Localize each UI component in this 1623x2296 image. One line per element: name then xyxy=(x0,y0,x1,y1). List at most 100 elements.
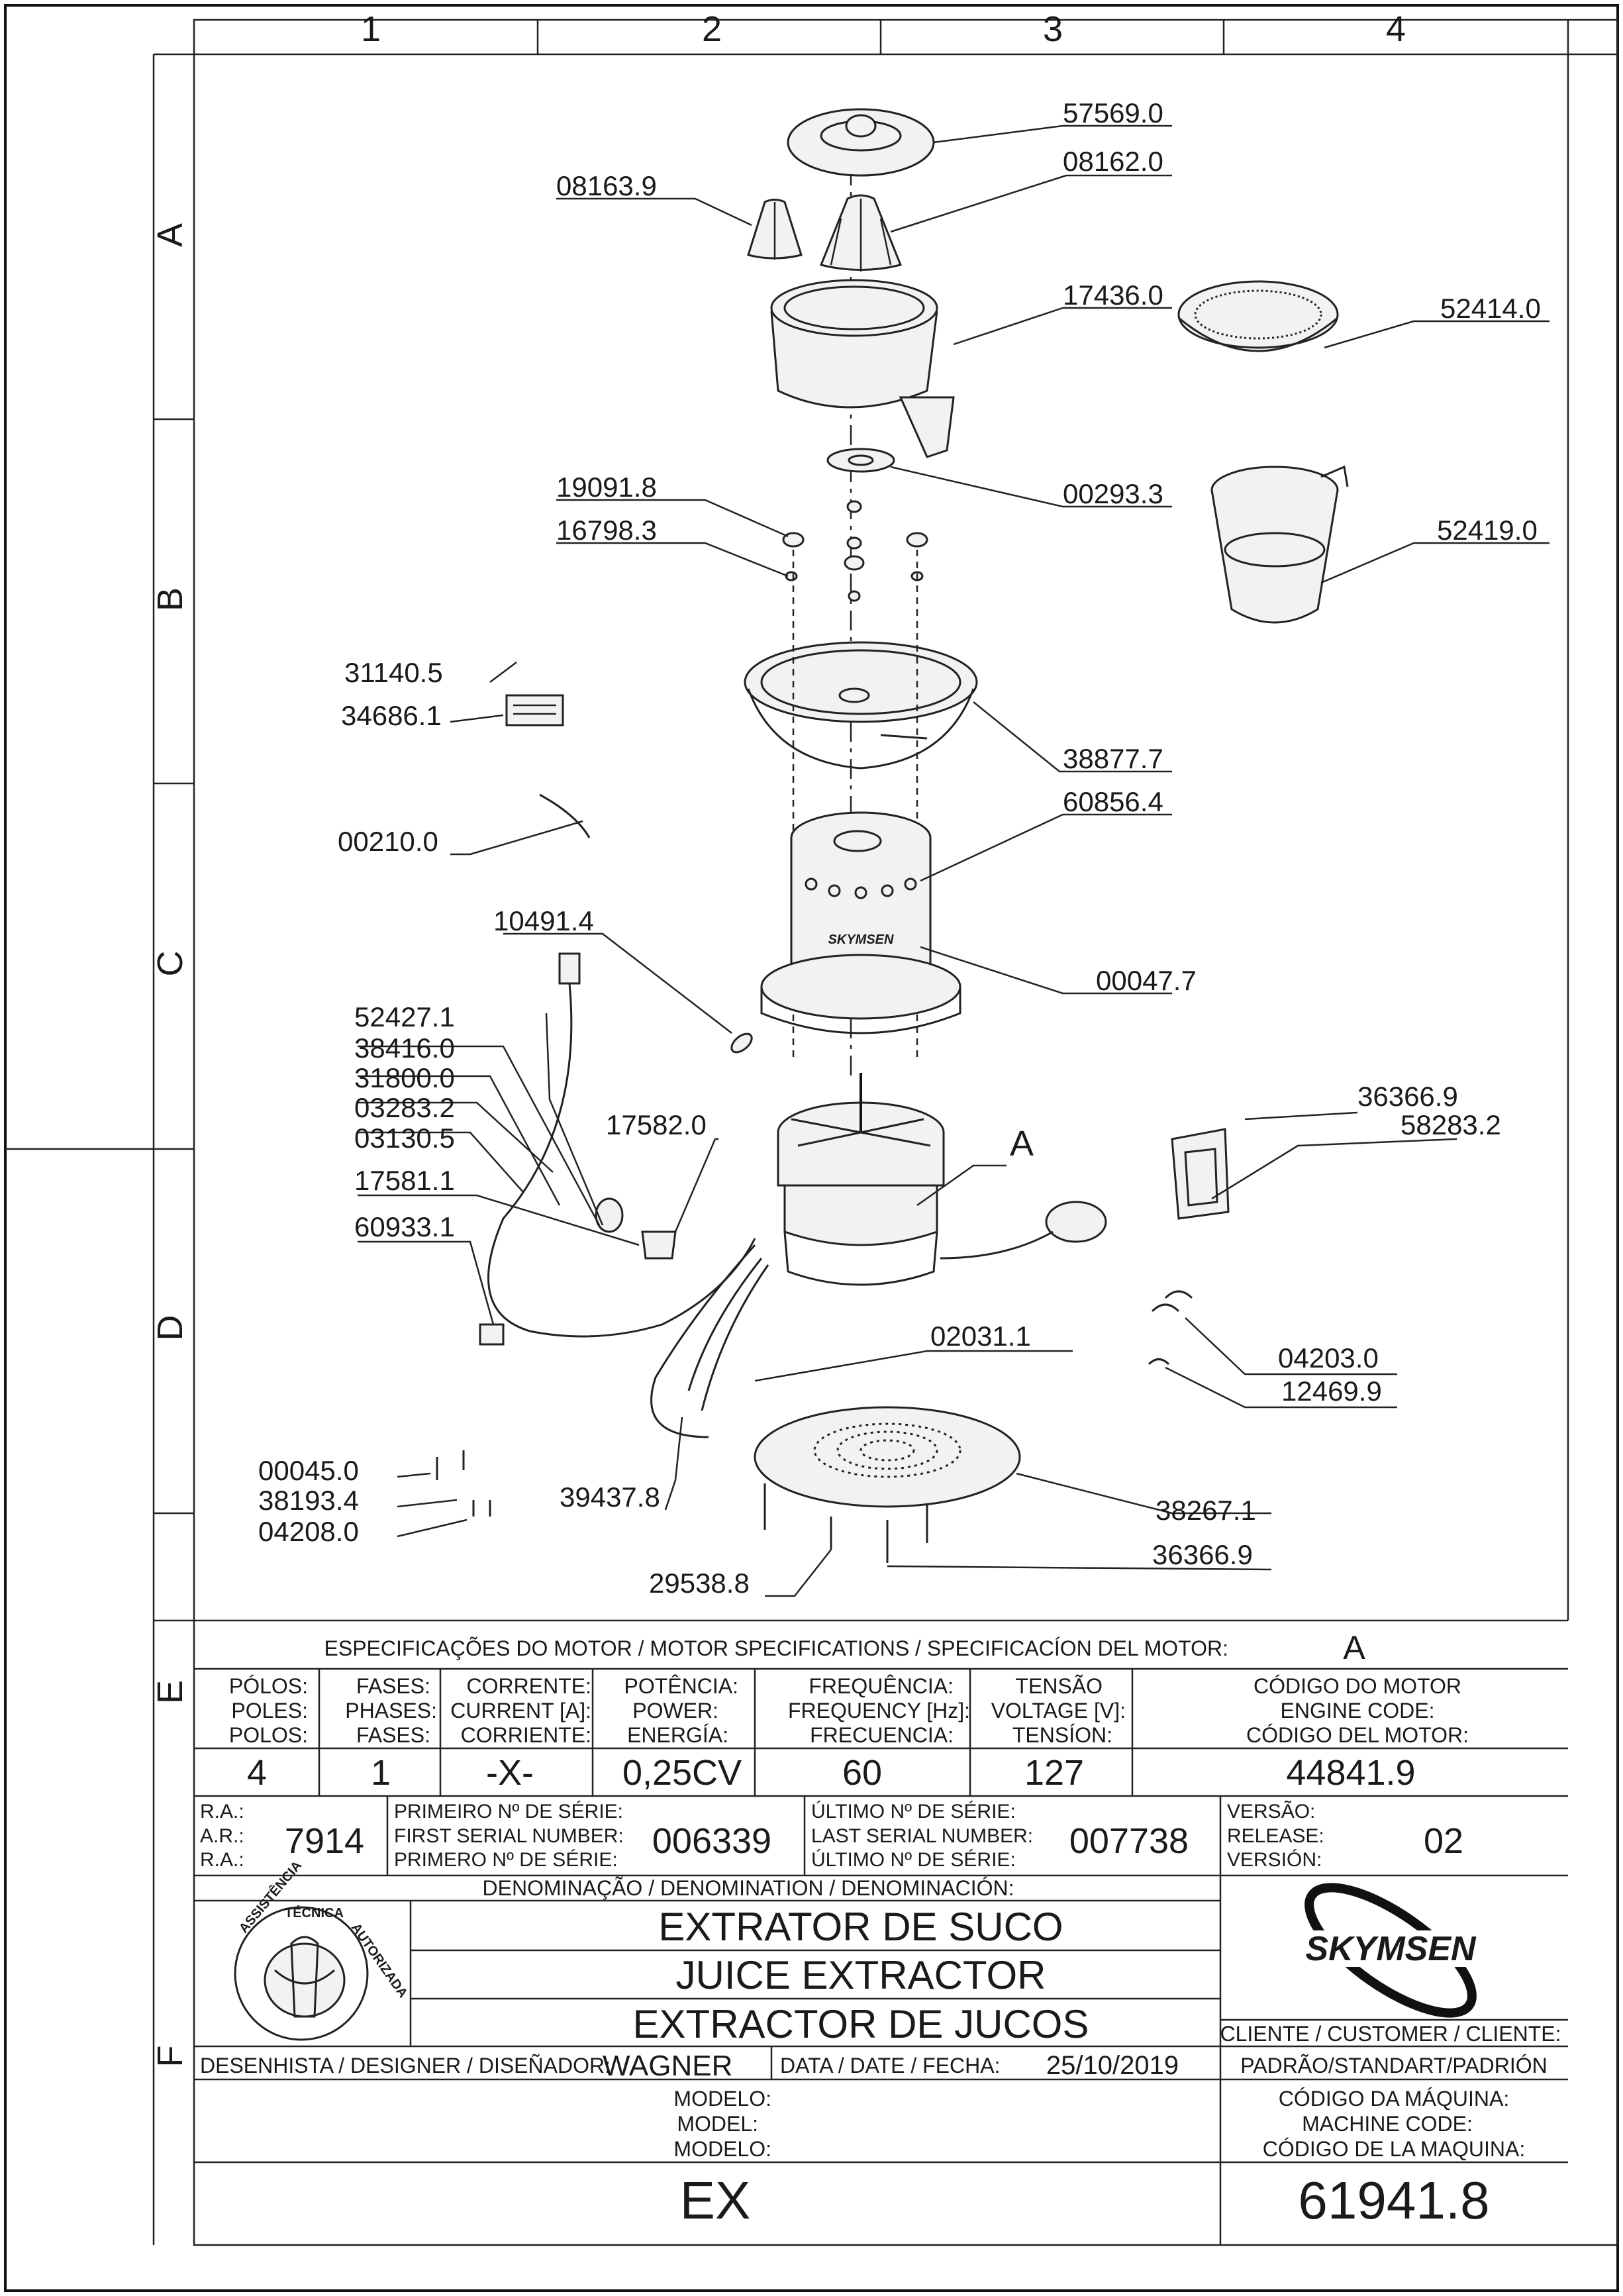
product-name-pt: EXTRATOR DE SUCO xyxy=(658,1905,1063,1949)
part-label: 08163.9 xyxy=(556,170,657,201)
cup-part xyxy=(1210,465,1349,624)
grid-row-E: E xyxy=(150,1680,190,1704)
brand-logo-text: SKYMSEN xyxy=(1305,1930,1477,1968)
version-label: VERSIÓN: xyxy=(1227,1849,1322,1871)
part-label: 17581.1 xyxy=(354,1165,455,1196)
part-label: 39437.8 xyxy=(560,1481,660,1513)
spec-label: ENERGÍA: xyxy=(627,1723,728,1747)
grid-col-3: 3 xyxy=(1043,9,1063,49)
svg-text:FASES:PHASES:FASES:: FASES:PHASES:FASES: xyxy=(345,1674,437,1747)
svg-text:CÓDIGO DA MÁQUINA:MACHINE CODE: CÓDIGO DA MÁQUINA:MACHINE CODE:CÓDIGO DE… xyxy=(1263,2087,1526,2161)
part-label: 36366.9 xyxy=(1152,1539,1253,1570)
part-label: 60856.4 xyxy=(1063,786,1163,817)
part-label: 31800.0 xyxy=(354,1062,455,1093)
spec-label: FREQUENCY [Hz]: xyxy=(788,1699,970,1722)
spec-label: ENGINE CODE: xyxy=(1281,1699,1435,1722)
grid-col-1: 1 xyxy=(361,9,381,49)
product-name-en: JUICE EXTRACTOR xyxy=(676,1953,1046,1997)
svg-text:MODELO:MODEL:MODELO:: MODELO:MODEL:MODELO: xyxy=(673,2087,771,2161)
part-label: 38877.7 xyxy=(1063,743,1163,774)
last-serial-label: LAST SERIAL NUMBER: xyxy=(811,1825,1033,1847)
grid-row-A: A xyxy=(150,223,190,247)
designer-label: DESENHISTA / DESIGNER / DISEÑADOR: xyxy=(200,2054,611,2077)
seal-text: TÉCNICA xyxy=(285,1905,344,1921)
svg-text:VERSÃO:RELEASE:VERSIÓN:: VERSÃO:RELEASE:VERSIÓN: xyxy=(1227,1800,1324,1871)
svg-text:FREQUÊNCIA:FREQUENCY [Hz]:FREC: FREQUÊNCIA:FREQUENCY [Hz]:FRECUENCIA: xyxy=(788,1674,970,1747)
part-label: 00293.3 xyxy=(1063,478,1163,509)
clip-parts xyxy=(1151,1290,1193,1313)
wire-part xyxy=(539,793,591,838)
part-label: 02031.1 xyxy=(930,1321,1031,1352)
part-label: 04208.0 xyxy=(258,1516,359,1547)
reamer-small xyxy=(747,199,803,260)
date-value: 25/10/2019 xyxy=(1046,2051,1179,2080)
part-label: 57569.0 xyxy=(1063,97,1163,128)
svg-text:CORRENTE:CURRENT [A]:CORRIENTE: CORRENTE:CURRENT [A]:CORRIENTE: xyxy=(450,1674,591,1747)
spec-value-frequency: 60 xyxy=(842,1753,882,1793)
grid-row-D: D xyxy=(150,1315,190,1341)
svg-text:POTÊNCIA:POWER:ENERGÍA:: POTÊNCIA:POWER:ENERGÍA: xyxy=(624,1674,738,1747)
spec-label: POTÊNCIA: xyxy=(624,1674,738,1698)
motor-specs-ref: A xyxy=(1343,1629,1365,1666)
part-label: 60933.1 xyxy=(354,1211,455,1242)
part-label: 38416.0 xyxy=(354,1032,455,1064)
spec-label: POWER: xyxy=(632,1699,718,1722)
ra-label: R.A.: xyxy=(200,1849,244,1871)
upper-housing-part xyxy=(744,641,978,770)
part-label: 52414.0 xyxy=(1440,293,1541,324)
seal-text: AUTORIZADA xyxy=(348,1921,411,2001)
motor-brand-mark: SKYMSEN xyxy=(828,932,894,947)
power-cord xyxy=(487,952,769,1438)
spec-label: VOLTAGE [V]: xyxy=(991,1699,1126,1722)
fasteners-top xyxy=(782,500,928,602)
motor-specs-table: ESPECIFICAÇÕES DO MOTOR / MOTOR SPECIFIC… xyxy=(194,1619,1568,1797)
part-label: 58283.2 xyxy=(1401,1109,1501,1140)
part-label: 29538.8 xyxy=(649,1568,750,1599)
part-label: 08162.0 xyxy=(1063,146,1163,177)
reamer-large xyxy=(819,194,903,272)
part-label: 52419.0 xyxy=(1437,515,1538,546)
part-label: 03130.5 xyxy=(354,1123,455,1154)
grid-col-2: 2 xyxy=(702,9,722,49)
switch-part xyxy=(479,1323,505,1346)
base-plate-part xyxy=(754,1406,1021,1508)
part-label: 00210.0 xyxy=(338,826,438,857)
spec-value-engine-code: 44841.9 xyxy=(1286,1753,1415,1793)
spec-label: CÓDIGO DEL MOTOR: xyxy=(1246,1723,1469,1747)
spec-label: FASES: xyxy=(356,1723,430,1747)
spec-value-poles: 4 xyxy=(247,1753,267,1793)
model-label: MODELO: xyxy=(673,2087,771,2111)
part-label: 38193.4 xyxy=(258,1485,359,1516)
spec-label: CORRIENTE: xyxy=(461,1723,591,1747)
machine-code-label: CÓDIGO DE LA MAQUINA: xyxy=(1263,2137,1526,2161)
denomination-header: DENOMINAÇÃO / DENOMINATION / DENOMINACIÓ… xyxy=(483,1876,1014,1900)
machine-code-label: MACHINE CODE: xyxy=(1302,2112,1473,2136)
last-serial-label: ÚLTIMO Nº DE SÉRIE: xyxy=(811,1849,1016,1871)
client-value: PADRÃO/STANDART/PADRIÓN xyxy=(1240,2054,1547,2077)
part-label: 17436.0 xyxy=(1063,279,1163,311)
spec-value-voltage: 127 xyxy=(1024,1753,1084,1793)
spec-value-power: 0,25CV xyxy=(622,1753,742,1793)
ra-label: R.A.: xyxy=(200,1801,244,1822)
product-name-es: EXTRACTOR DE JUCOS xyxy=(633,2002,1089,2046)
date-label: DATA / DATE / FECHA: xyxy=(780,2054,1000,2077)
motor-detail-callout: A xyxy=(1010,1124,1034,1164)
feet-screws xyxy=(763,1483,928,1563)
grid-row-F: F xyxy=(150,2046,190,2068)
spec-label: FRECUENCIA: xyxy=(810,1723,954,1747)
spec-value-current: -X- xyxy=(486,1753,534,1793)
version-value: 02 xyxy=(1424,1821,1463,1861)
grid-col-4: 4 xyxy=(1386,9,1406,49)
capacitor-bracket xyxy=(1171,1128,1230,1220)
serials-row: R.A.:A.R.:R.A.: 7914 PRIMEIRO Nº DE SÉRI… xyxy=(194,1796,1568,1877)
drawing-frame xyxy=(4,4,1619,2292)
part-label: 03283.2 xyxy=(354,1092,455,1123)
spec-label: CURRENT [A]: xyxy=(450,1699,591,1722)
spec-label: FREQUÊNCIA: xyxy=(809,1674,954,1698)
svg-text:ÚLTIMO Nº DE SÉRIE:LAST SERIAL: ÚLTIMO Nº DE SÉRIE:LAST SERIAL NUMBER:ÚL… xyxy=(811,1801,1033,1871)
part-label: 10491.4 xyxy=(493,905,594,936)
svg-text:R.A.:A.R.:R.A.:: R.A.:A.R.:R.A.: xyxy=(200,1801,244,1871)
leader-lines xyxy=(358,125,1549,1597)
model-label: MODELO: xyxy=(673,2137,771,2161)
designer-value: WAGNER xyxy=(603,2050,732,2082)
